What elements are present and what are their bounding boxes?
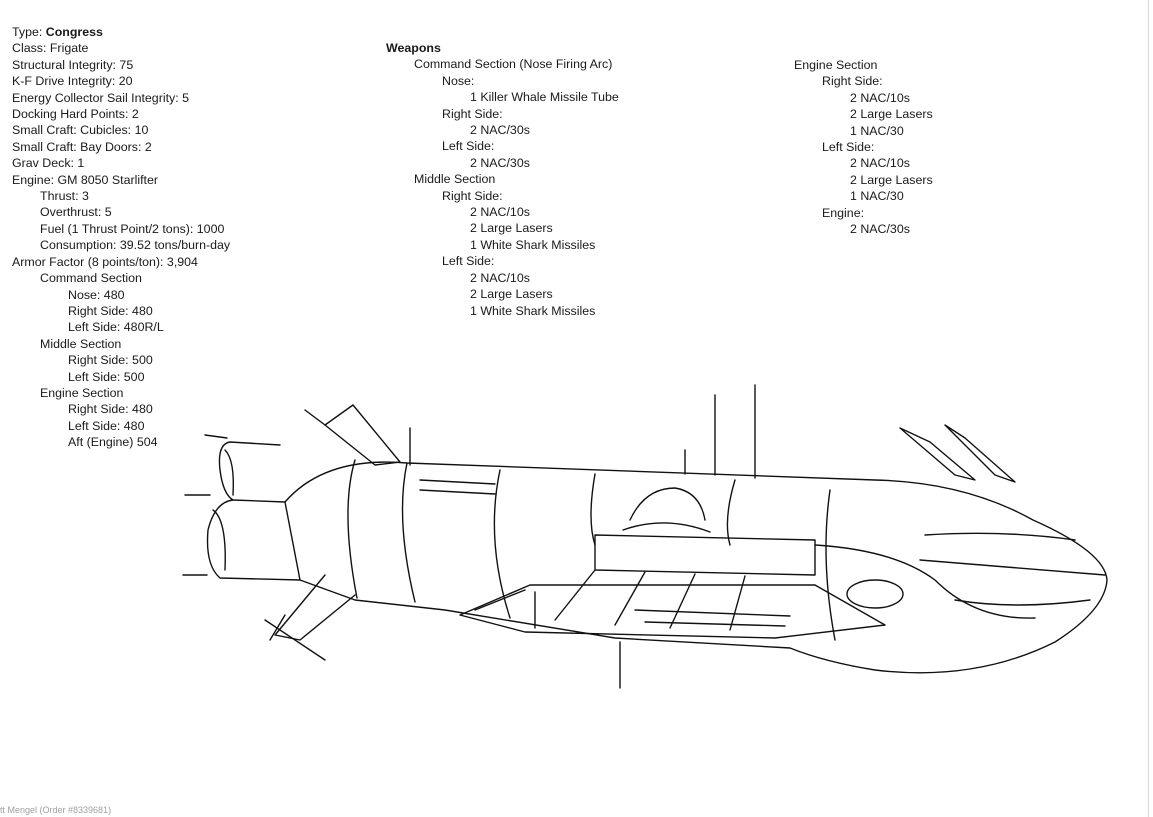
weapons-middle-right-item: 2 NAC/10s: [470, 205, 530, 220]
armor-middle-right-line: Right Side: 500: [68, 353, 153, 368]
weapons-command-right-label: Right Side:: [442, 106, 503, 121]
engine-aft-item: 2 NAC/30s: [850, 222, 910, 237]
armor-factor-line: Armor Factor (8 points/ton): 3,904: [12, 254, 198, 269]
bay-doors-line: Small Craft: Bay Doors: 2: [12, 139, 152, 154]
weapons-nose-label: Nose:: [442, 73, 475, 88]
weapons-middle-right-label: Right Side:: [442, 188, 503, 203]
page-edge: [1148, 0, 1149, 817]
engine-right-item: 1 NAC/30: [850, 123, 904, 138]
weapons-command-heading: Command Section (Nose Firing Arc): [414, 57, 613, 72]
weapons-middle-right-item: 1 White Shark Missiles: [470, 237, 596, 252]
hangar-platform: [459, 569, 886, 639]
consumption-line: Consumption: 39.52 tons/burn-day: [40, 238, 231, 253]
cubicles-line: Small Craft: Cubicles: 10: [12, 123, 149, 138]
frigate-illustration: [182, 384, 1108, 689]
fuel-line: Fuel (1 Thrust Point/2 tons): 1000: [40, 221, 225, 236]
armor-engine-heading: Engine Section: [40, 385, 124, 400]
engine-left-item: 2 Large Lasers: [850, 172, 933, 187]
fins-antennas: [264, 384, 1016, 689]
type-label: Type:: [12, 25, 46, 39]
engine-section-heading: Engine Section: [794, 58, 878, 72]
armor-middle-left-line: Left Side: 500: [68, 369, 145, 384]
weapons-command-left-label: Left Side:: [442, 139, 495, 154]
turret-dome: [594, 487, 816, 576]
type-line: Type: Congress: [12, 24, 230, 40]
armor-middle-heading: Middle Section: [40, 336, 122, 351]
type-value: Congress: [45, 25, 103, 39]
armor-nose-line: Nose: 480: [68, 287, 125, 302]
engine-right-item: 2 NAC/10s: [850, 90, 910, 105]
weapons-nose-item: 1 Killer Whale Missile Tube: [470, 90, 619, 105]
engine-pods: [182, 434, 301, 581]
weapons-command-right-item: 2 NAC/30s: [470, 123, 530, 138]
weapons-middle-left-label: Left Side:: [442, 254, 495, 269]
weapons-middle-right-item: 2 Large Lasers: [470, 221, 553, 236]
structural-line: Structural Integrity: 75: [12, 57, 134, 72]
armor-command-left-line: Left Side: 480R/L: [68, 320, 164, 335]
weapons-middle-left-item: 2 NAC/10s: [470, 270, 530, 285]
armor-aft-line: Aft (Engine) 504: [68, 435, 158, 450]
docking-line: Docking Hard Points: 2: [12, 107, 139, 122]
engine-aft-label: Engine:: [822, 205, 865, 220]
spec-column: Type: Congress Class: Frigate Structural…: [12, 24, 230, 451]
weapons-heading: Weapons: [386, 41, 441, 55]
engine-left-label: Left Side:: [822, 140, 875, 155]
armor-engine-right-line: Right Side: 480: [68, 402, 153, 417]
engine-weapons-column: Engine Section Right Side: 2 NAC/10s 2 L…: [794, 57, 933, 237]
weapons-middle-left-item: 2 Large Lasers: [470, 287, 553, 302]
weapons-middle-left-item: 1 White Shark Missiles: [470, 303, 596, 318]
kf-line: K-F Drive Integrity: 20: [12, 74, 133, 89]
armor-command-right-line: Right Side: 480: [68, 303, 153, 318]
footer-watermark: tt Mengel (Order #8339681): [0, 805, 112, 815]
weapons-command-left-item: 2 NAC/30s: [470, 155, 530, 170]
armor-engine-left-line: Left Side: 480: [68, 418, 145, 433]
overthrust-line: Overthrust: 5: [40, 205, 112, 220]
weapons-column: Weapons Command Section (Nose Firing Arc…: [386, 40, 619, 319]
class-line: Class: Frigate: [12, 41, 89, 56]
hull: [284, 459, 1108, 674]
armor-command-heading: Command Section: [40, 271, 142, 286]
grav-deck-line: Grav Deck: 1: [12, 156, 85, 171]
engine-left-item: 2 NAC/10s: [850, 156, 910, 171]
engine-line: Engine: GM 8050 Starlifter: [12, 172, 159, 187]
engine-left-item: 1 NAC/30: [850, 189, 904, 204]
weapons-middle-heading: Middle Section: [414, 172, 496, 187]
thrust-line: Thrust: 3: [40, 189, 89, 204]
engine-right-label: Right Side:: [822, 74, 883, 89]
engine-right-item: 2 Large Lasers: [850, 107, 933, 122]
sail-line: Energy Collector Sail Integrity: 5: [12, 90, 189, 105]
